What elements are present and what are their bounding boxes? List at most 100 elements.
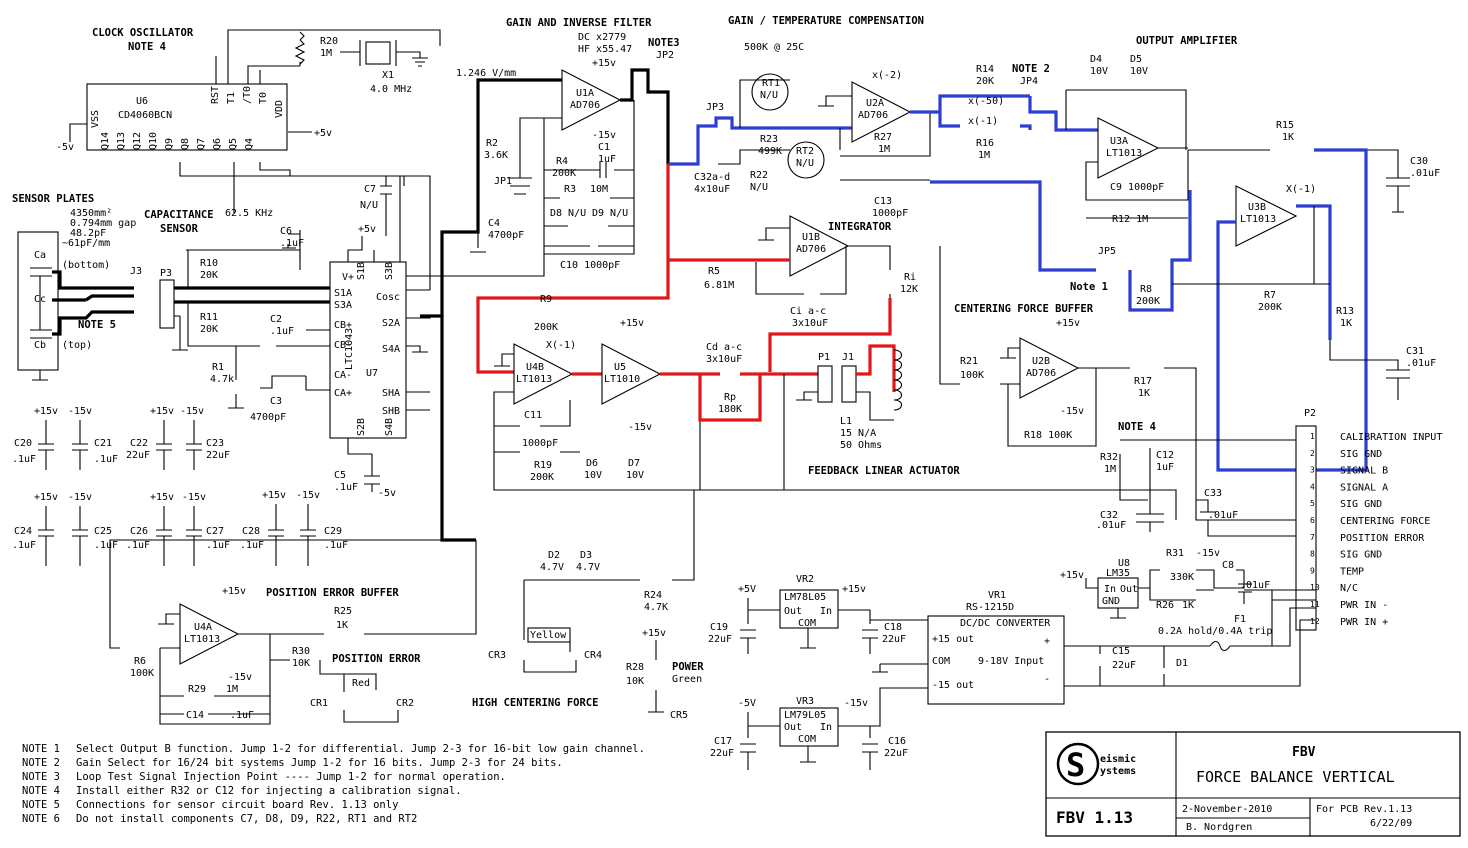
p2-pin-label: SIG GND — [1340, 449, 1382, 460]
note-text: Select Output B function. Jump 1-2 for d… — [76, 743, 645, 755]
svg-text:1K: 1K — [1182, 600, 1194, 611]
svg-text:-15v: -15v — [592, 130, 616, 141]
svg-text:R27: R27 — [874, 132, 892, 143]
svg-text:Q10: Q10 — [148, 132, 159, 150]
svg-text:LT1013: LT1013 — [1240, 214, 1276, 225]
svg-text:12K: 12K — [900, 284, 918, 295]
svg-text:.1uF: .1uF — [280, 238, 304, 249]
p2-pin-label: CENTERING FORCE — [1340, 516, 1430, 527]
svg-text:C20: C20 — [14, 438, 32, 449]
svg-text:VR3: VR3 — [796, 696, 814, 707]
svg-text:+15v: +15v — [34, 406, 58, 417]
svg-text:S3A: S3A — [334, 300, 352, 311]
svg-text:10V: 10V — [626, 470, 644, 481]
svg-text:+: + — [1044, 636, 1050, 647]
svg-text:C19: C19 — [710, 622, 728, 633]
svg-text:C25: C25 — [94, 526, 112, 537]
svg-text:.1uF: .1uF — [94, 454, 118, 465]
svg-text:+15v: +15v — [222, 586, 246, 597]
svg-text:F1: F1 — [1234, 614, 1246, 625]
svg-text:-: - — [1044, 674, 1050, 685]
svg-text:INTEGRATOR: INTEGRATOR — [828, 221, 892, 233]
svg-text:200K: 200K — [1258, 302, 1282, 313]
svg-text:NOTE3: NOTE3 — [648, 37, 680, 49]
svg-text:3x10uF: 3x10uF — [706, 354, 742, 365]
svg-text:Rp: Rp — [724, 392, 736, 403]
svg-text:U4B: U4B — [526, 362, 544, 373]
p2-pin-label: SIG GND — [1340, 550, 1382, 561]
svg-text:Ci a-c: Ci a-c — [790, 306, 826, 317]
svg-text:1000pF: 1000pF — [872, 208, 908, 219]
p2-pin-label: PWR IN - — [1340, 600, 1388, 611]
svg-text:-5V: -5V — [738, 698, 756, 709]
svg-text:Q7: Q7 — [196, 138, 207, 150]
svg-text:22uF: 22uF — [206, 450, 230, 461]
svg-text:C11: C11 — [524, 410, 542, 421]
svg-text:POWER: POWER — [672, 661, 704, 673]
svg-text:RT1: RT1 — [762, 78, 780, 89]
svg-text:R12 1M: R12 1M — [1112, 214, 1148, 225]
svg-text:4.7V: 4.7V — [540, 562, 564, 573]
svg-text:POSITION ERROR BUFFER: POSITION ERROR BUFFER — [266, 587, 399, 599]
svg-text:x(-50): x(-50) — [968, 96, 1004, 107]
svg-text:CENTERING FORCE BUFFER: CENTERING FORCE BUFFER — [954, 303, 1094, 315]
svg-text:.1uF: .1uF — [12, 540, 36, 551]
svg-text:C13: C13 — [874, 196, 892, 207]
svg-text:S4A: S4A — [382, 344, 400, 355]
svg-text:U1A: U1A — [576, 88, 594, 99]
svg-text:20K: 20K — [200, 270, 218, 281]
svg-text:X(-1): X(-1) — [546, 340, 576, 351]
svg-text:LT1010: LT1010 — [604, 374, 640, 385]
svg-text:N/U: N/U — [796, 158, 814, 169]
svg-text:4.7k: 4.7k — [210, 374, 234, 385]
svg-text:C33: C33 — [1204, 488, 1222, 499]
svg-text:POSITION ERROR: POSITION ERROR — [332, 653, 421, 665]
svg-text:4350mm²: 4350mm² — [70, 208, 112, 219]
svg-text:U8: U8 — [1118, 558, 1130, 569]
svg-text:Yellow: Yellow — [530, 630, 567, 641]
svg-text:Note 1: Note 1 — [1070, 281, 1108, 293]
svg-text:U5: U5 — [614, 362, 626, 373]
svg-text:62.5 KHz: 62.5 KHz — [225, 208, 273, 219]
svg-text:R16: R16 — [976, 138, 994, 149]
svg-text:R17: R17 — [1134, 376, 1152, 387]
svg-text:R6: R6 — [134, 656, 146, 667]
svg-text:Q5: Q5 — [228, 138, 239, 150]
svg-text:-15v: -15v — [182, 492, 206, 503]
title-pcb: For PCB Rev.1.13 — [1316, 804, 1412, 815]
svg-text:DC x2779: DC x2779 — [578, 32, 626, 43]
svg-text:.1uF: .1uF — [240, 540, 264, 551]
svg-text:1M: 1M — [1104, 464, 1116, 475]
svg-text:1uF: 1uF — [598, 154, 616, 165]
p2-pin-number: 4 — [1310, 482, 1315, 491]
svg-text:C17: C17 — [714, 736, 732, 747]
svg-text:10K: 10K — [292, 658, 310, 669]
svg-text:D4: D4 — [1090, 54, 1102, 65]
u2a-opamp — [851, 81, 912, 143]
svg-text:.01uF: .01uF — [1406, 358, 1436, 369]
svg-text:200K: 200K — [1136, 296, 1160, 307]
svg-text:R30: R30 — [292, 646, 310, 657]
svg-text:+15v: +15v — [150, 406, 174, 417]
svg-text:SHB: SHB — [382, 406, 400, 417]
svg-text:1.246 V/mm: 1.246 V/mm — [456, 68, 516, 79]
svg-text:+15v: +15v — [642, 628, 666, 639]
svg-text:RS-1215D: RS-1215D — [966, 602, 1014, 613]
svg-text:+15v: +15v — [150, 492, 174, 503]
svg-text:Red: Red — [352, 678, 370, 689]
svg-text:Ca: Ca — [34, 250, 46, 261]
svg-text:+15v: +15v — [842, 584, 866, 595]
svg-text:Cd a-c: Cd a-c — [706, 342, 742, 353]
u1a-opamp — [561, 69, 622, 131]
svg-text:-15v: -15v — [68, 492, 92, 503]
svg-text:C31: C31 — [1406, 346, 1424, 357]
svg-text:C5: C5 — [334, 470, 346, 481]
svg-text:C21: C21 — [94, 438, 112, 449]
svg-text:.1uF: .1uF — [94, 540, 118, 551]
logo-letter: S — [1066, 746, 1085, 784]
svg-text:-15v: -15v — [1060, 406, 1084, 417]
svg-text:R22: R22 — [750, 170, 768, 181]
decoupling-caps: +15v -15v C20 .1uF C21 .1uF +15v -15v C2… — [12, 406, 348, 566]
svg-text:S2B: S2B — [356, 418, 367, 436]
